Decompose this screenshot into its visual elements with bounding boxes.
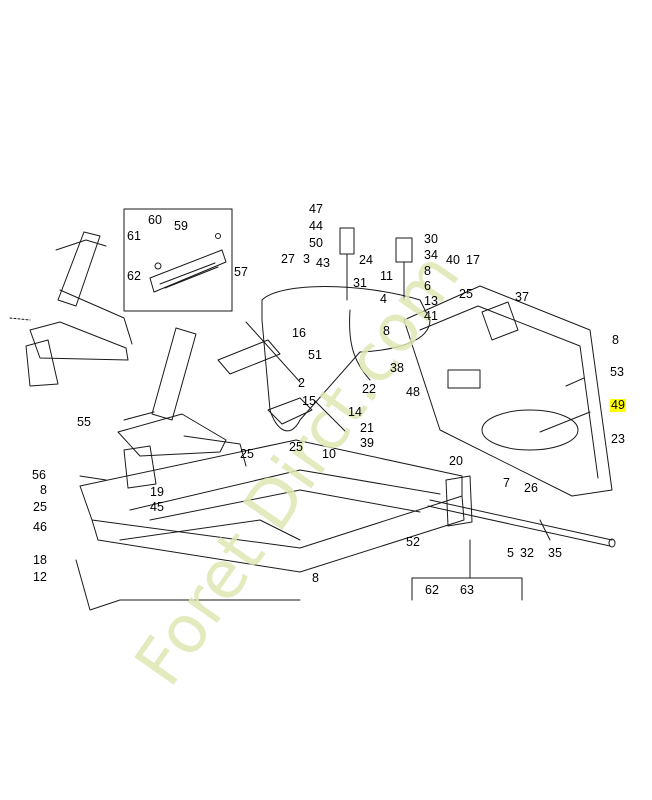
callout-11: 11 [380,269,393,283]
callout-45: 45 [150,500,164,514]
callout-10: 10 [322,447,336,461]
callout-47: 47 [309,202,323,216]
seat-post-left [57,231,101,307]
seat-post-main [151,327,197,421]
callout-8-right: 8 [612,333,619,347]
callout-32: 32 [520,546,534,560]
callout-48: 48 [406,385,420,399]
callout-49-highlighted: 49 [610,398,626,412]
callout-13: 13 [424,294,438,308]
callout-46: 46 [33,520,47,534]
callout-25-mid: 25 [240,447,254,461]
callout-35: 35 [548,546,562,560]
callout-51: 51 [308,348,322,362]
callout-55: 55 [77,415,91,429]
shaft-35 [429,499,613,541]
callout-40: 40 [446,253,460,267]
callout-44: 44 [309,219,323,233]
callout-61: 61 [127,229,141,243]
callout-2: 2 [298,376,305,390]
callout-60: 60 [148,213,162,227]
callout-6: 6 [424,279,431,293]
callout-8-mid: 8 [383,324,390,338]
callout-4: 4 [380,292,387,306]
callout-39: 39 [360,436,374,450]
callout-34: 34 [424,248,438,262]
callout-22: 22 [362,382,376,396]
callout-57: 57 [234,265,248,279]
callout-50: 50 [309,236,323,250]
callout-20: 20 [449,454,463,468]
watermark-text: Foret Dirct.com [120,239,475,699]
callout-23: 23 [611,432,625,446]
callout-30: 30 [424,232,438,246]
callout-25-center: 25 [289,440,303,454]
callout-17: 17 [466,253,480,267]
callout-27: 27 [281,252,295,266]
callout-8-top: 8 [424,264,431,278]
callout-56: 56 [32,468,46,482]
callout-15: 15 [302,394,316,408]
bracket-plate [149,249,227,293]
callout-63: 63 [460,583,474,597]
callout-8-left: 8 [40,483,47,497]
callout-53: 53 [610,365,624,379]
callout-19: 19 [150,485,164,499]
side-panel-53 [403,285,613,497]
callout-43: 43 [316,256,330,270]
callout-14: 14 [348,405,362,419]
inset-box-bracket [123,208,233,312]
callout-62-lower: 62 [425,583,439,597]
callout-24: 24 [359,253,373,267]
bracket-52 [445,475,473,527]
callout-37: 37 [515,290,529,304]
callout-18: 18 [33,553,47,567]
callout-62-inset: 62 [127,269,141,283]
callout-12: 12 [33,570,47,584]
callout-31: 31 [353,276,367,290]
callout-41: 41 [424,309,438,323]
inset-box-lower [411,577,523,601]
callout-26: 26 [524,481,538,495]
callout-59: 59 [174,219,188,233]
callout-38: 38 [390,361,404,375]
callout-52: 52 [406,535,420,549]
callout-5: 5 [507,546,514,560]
callout-7: 7 [503,476,510,490]
callout-3: 3 [303,252,310,266]
callout-21: 21 [360,421,374,435]
callout-16: 16 [292,326,306,340]
callout-8-bottom: 8 [312,571,319,585]
callout-25-left: 25 [33,500,47,514]
callout-25-top: 25 [459,287,473,301]
loop-frame [261,286,431,432]
